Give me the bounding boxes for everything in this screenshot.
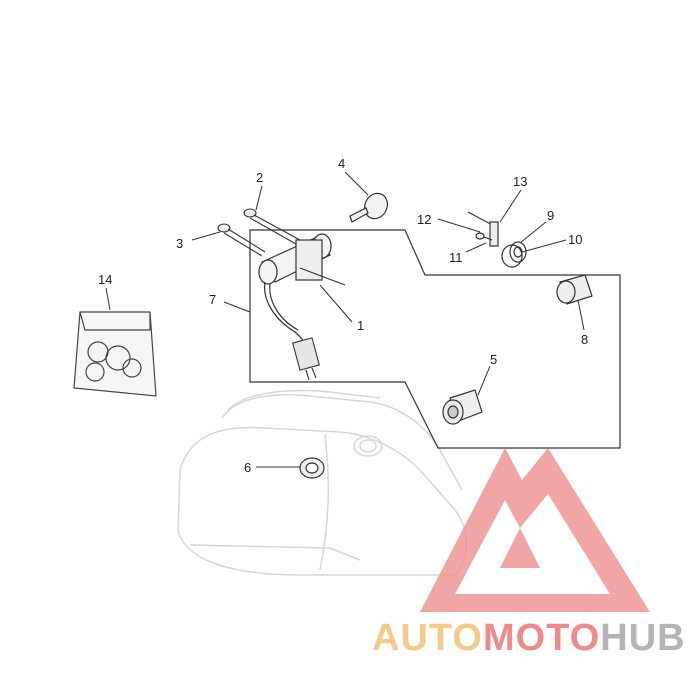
screw-2 [243,208,301,245]
bracket-11-13 [467,211,499,247]
callout-6: 6 [244,460,251,475]
callout-12: 12 [417,212,431,227]
callout-11: 11 [449,250,463,265]
callout-5: 5 [490,352,497,367]
kit-boundary-frame [249,229,621,449]
watermark-auto: AUTO [372,617,483,659]
lock-barrel-5 [442,389,483,425]
screw-3 [217,223,266,257]
key-4 [349,192,388,223]
small-lock-8 [556,274,593,305]
sealant-packet-14 [73,311,157,397]
callout-13: 13 [513,174,527,189]
callout-9: 9 [547,208,554,223]
leader-lines [105,171,585,468]
watermark-hub: HUB [600,617,685,659]
callout-2: 2 [256,170,263,185]
watermark-moto: MOTO [483,617,600,659]
callout-4: 4 [338,156,345,171]
automotohub-logo-icon [420,448,650,612]
callout-3: 3 [176,236,183,251]
callout-14: 14 [98,272,112,287]
svg-text:AUTOMOTOHUB: AUTOMOTOHUB [372,617,686,659]
callout-8: 8 [581,332,588,347]
rings-9-10 [501,241,527,268]
ignition-lock-body [258,233,346,349]
grommet-6 [299,457,325,479]
callout-labels: 1 2 3 4 5 6 7 8 9 10 11 12 13 14 [98,156,588,475]
wire-connector [292,337,320,381]
body-panel-outline [177,389,467,576]
callout-1: 1 [357,318,364,333]
callout-7: 7 [209,292,216,307]
automotohub-watermark: AUTOMOTOHUB [372,617,686,659]
callout-10: 10 [568,232,582,247]
